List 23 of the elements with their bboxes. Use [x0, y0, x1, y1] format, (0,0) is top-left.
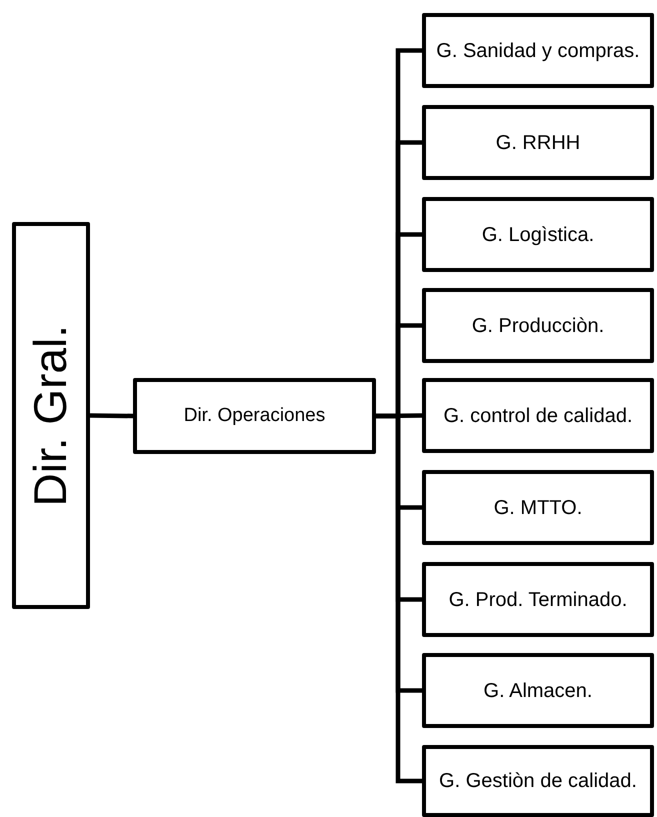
box-label: Dir. Operaciones [184, 404, 326, 428]
box-label: G. Prod. Terminado. [448, 588, 628, 612]
org-box [422, 562, 654, 637]
box-label: G. Sanidad y compras. [436, 38, 640, 62]
box-label: G. Almacen. [484, 678, 592, 702]
org-box [422, 378, 654, 453]
title-box [12, 222, 90, 609]
org-box [422, 13, 654, 88]
box-label: G. Logìstica. [482, 222, 594, 246]
org-box [422, 288, 654, 363]
org-box [422, 105, 654, 180]
org-box [422, 470, 654, 545]
box-label: G. MTTO. [494, 496, 582, 520]
box-label: G. control de calidad. [444, 404, 632, 428]
org-box [422, 197, 654, 272]
org-box [422, 653, 654, 728]
connector-line [90, 413, 134, 418]
box-label: Dir. Gral. [23, 324, 78, 506]
box-label: G. Producciòn. [472, 314, 604, 338]
org-box [422, 745, 654, 817]
box-label: G. Gestiòn de calidad. [439, 769, 637, 793]
org-box [133, 378, 376, 454]
box-label: G. RRHH [496, 130, 580, 154]
